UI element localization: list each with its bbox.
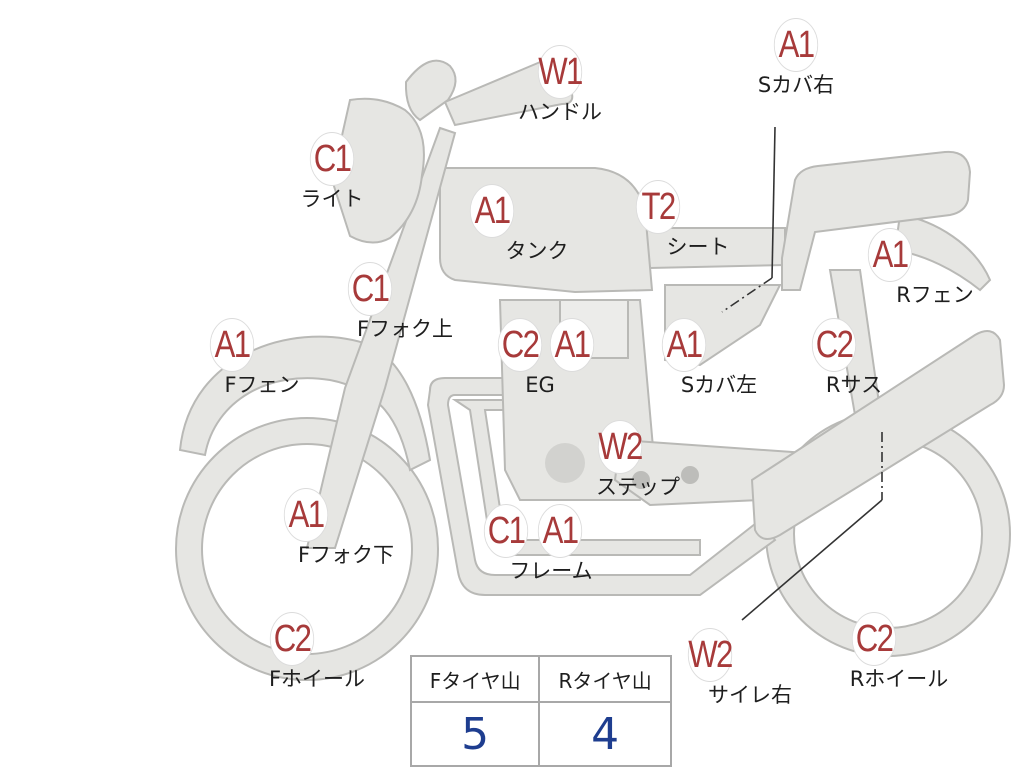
part-eg[interactable]: C2 EG [450,318,590,397]
part-eg-2[interactable]: A1 [502,318,642,372]
part-label: EG [525,373,555,397]
part-label: フレーム [509,559,593,583]
part-rwheel[interactable]: C2 Rホイール [804,612,948,691]
grade-badge: A1 [549,318,595,372]
part-scover-right[interactable]: A1 Sカバ右 [726,18,866,97]
part-seat[interactable]: T2 シート [588,180,730,259]
grade-badge: A1 [867,228,913,282]
part-light[interactable]: C1 ライト [262,132,402,211]
part-label: ライト [300,187,364,211]
grade-badge: C1 [483,504,529,558]
part-rsus[interactable]: C2 Rサス [764,318,904,397]
grade-badge: W1 [537,45,583,99]
front-wheel-shape [176,418,438,680]
part-frame[interactable]: C1 フレーム [436,504,593,583]
rear-fender-shape [893,213,992,292]
grade-badge: W2 [597,420,643,474]
leader-line-scover-right [771,126,776,279]
part-label: Sカバ右 [757,73,835,97]
mirror-shape [404,59,457,122]
part-label: Fフォク下 [297,543,395,567]
front-tire-value: 5 [409,701,541,767]
part-frame-2[interactable]: A1 [490,504,630,558]
rear-tire-header: Rタイヤ山 [538,655,672,703]
grade-badge: C1 [347,262,393,316]
grade-badge: A1 [209,318,255,372]
part-scover-left[interactable]: A1 Sカバ左 [614,318,758,397]
grade-badge: A1 [773,18,819,72]
headlight-shape [330,97,425,244]
front-fork-shape [305,126,457,549]
grade-badge: C2 [811,318,857,372]
part-step[interactable]: W2 ステップ [550,420,690,499]
grade-badge: C1 [309,132,355,186]
part-ffender[interactable]: A1 Fフェン [162,318,302,397]
part-label: Rサス [825,373,883,397]
grade-badge: A1 [283,488,329,542]
grade-badge: T2 [635,180,681,234]
part-label: シート [666,235,730,259]
part-label: Fフェン [224,373,300,397]
front-tire-header: Fタイヤ山 [409,655,541,703]
part-label: タンク [505,239,569,263]
grade-badge: W2 [687,628,733,682]
grade-badge: C2 [851,612,897,666]
part-label: ステップ [596,475,680,499]
part-tank[interactable]: A1 タンク [422,184,569,263]
part-ffork-lower[interactable]: A1 Fフォク下 [236,488,394,567]
tire-tread-table: Fタイヤ山 Rタイヤ山 5 4 [409,655,672,767]
frame-shape [426,377,777,596]
part-label: Rホイール [849,667,949,691]
part-label: サイレ右 [708,683,792,707]
part-label: Fフォク上 [356,317,454,341]
grade-badge: A1 [661,318,707,372]
part-label: Fホイール [268,667,366,691]
part-label: Rフェン [896,283,974,307]
grade-badge: A1 [537,504,583,558]
rear-tire-value: 4 [538,701,672,767]
part-fwheel[interactable]: C2 Fホイール [222,612,366,691]
part-label: ハンドル [518,100,602,124]
grade-badge: A1 [469,184,515,238]
grade-badge: C2 [497,318,543,372]
part-ffork-upper[interactable]: C1 Fフォク上 [300,262,453,341]
part-silencer-right[interactable]: W2 サイレ右 [640,628,792,707]
part-handle[interactable]: W1 ハンドル [490,45,630,124]
part-rfender[interactable]: A1 Rフェン [820,228,974,307]
silencer-shape [750,330,1006,540]
part-label: Sカバ左 [680,373,758,397]
grade-badge: C2 [269,612,315,666]
